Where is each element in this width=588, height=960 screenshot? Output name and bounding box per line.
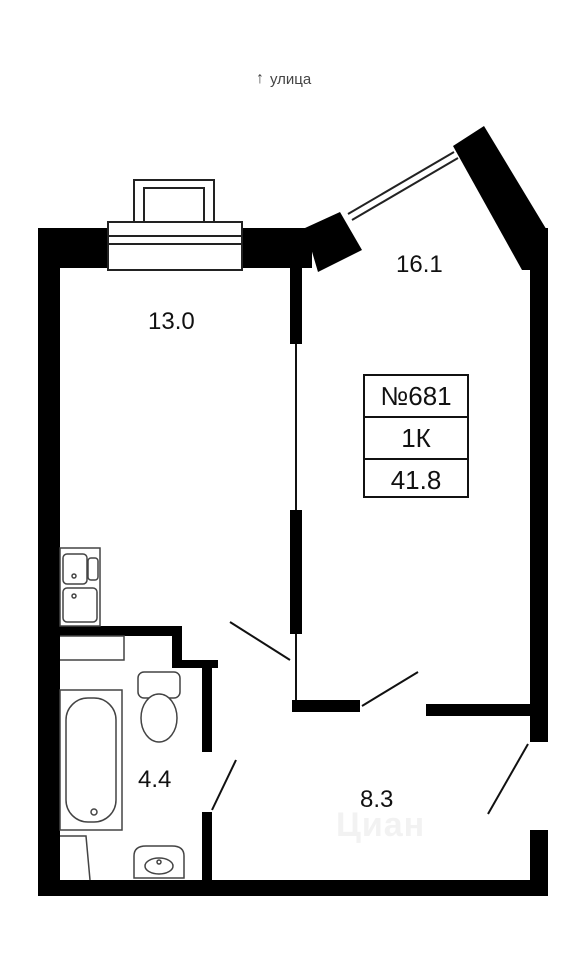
street-label: улица [270, 70, 312, 88]
arrow-up-icon: ↑ [256, 70, 264, 87]
room-area-label: 16.1 [396, 251, 443, 278]
apartment-number: №681 [380, 380, 452, 411]
apartment-type: 1К [365, 416, 467, 458]
room-area-label: 4.4 [138, 766, 172, 793]
street-indicator: ↑ улица [256, 70, 311, 88]
balcony-window [107, 179, 243, 271]
room-area-label: 13.0 [148, 308, 195, 335]
thin-partitions [211, 344, 529, 815]
apartment-total-area: 41.8 [365, 458, 467, 500]
watermark: Циан [336, 806, 426, 844]
washer-icon [60, 635, 125, 881]
bay-window [347, 151, 459, 221]
kitchen-sink-icon [59, 547, 101, 627]
toilet-icon [137, 671, 181, 743]
apartment-info-box: №681 1К 41.8 [363, 374, 469, 498]
walls [38, 126, 548, 896]
washbasin-icon [133, 845, 185, 879]
room-area-label: 8.3 [360, 786, 394, 813]
bathtub-icon [59, 689, 123, 831]
